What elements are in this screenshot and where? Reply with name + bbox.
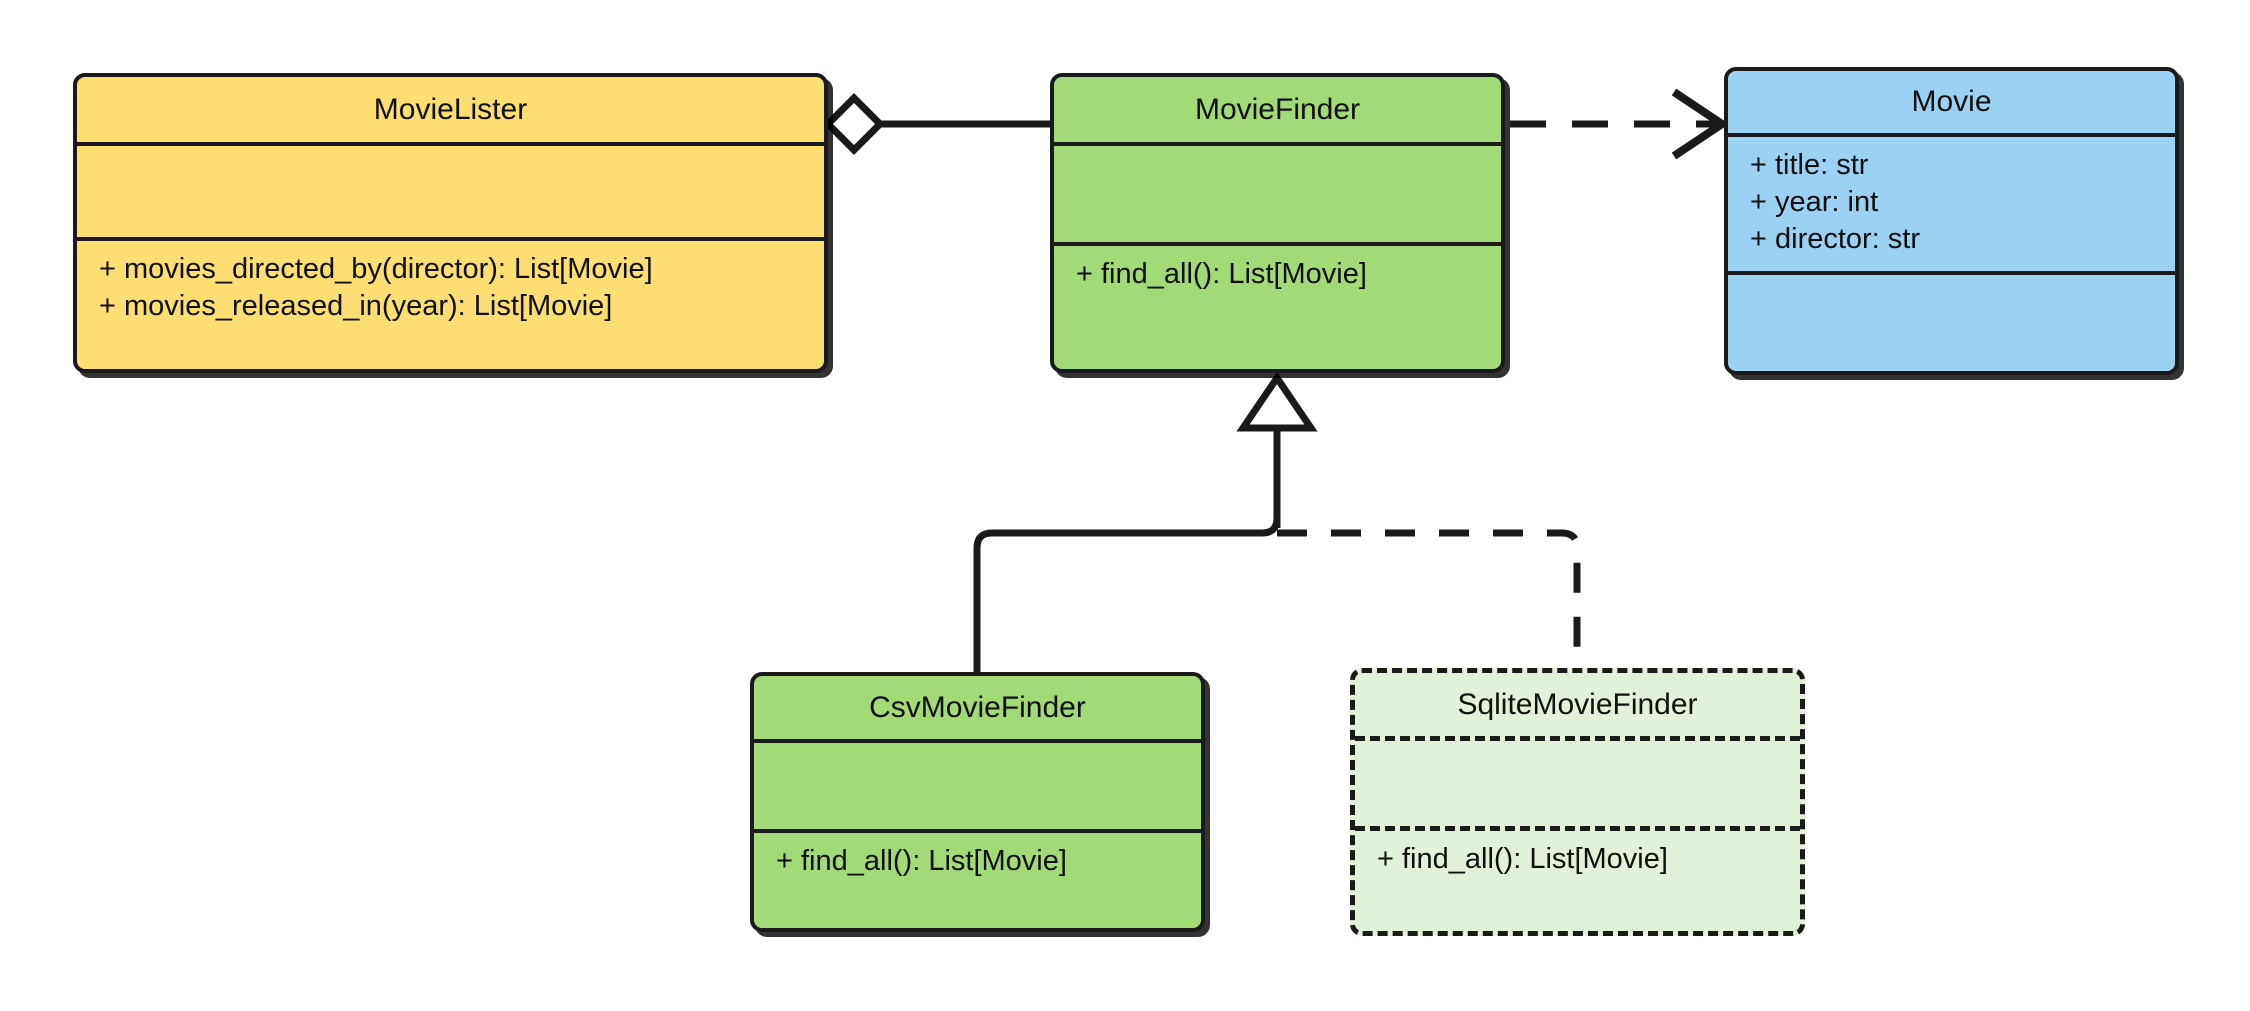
edge-generalization-csvmoviefinder xyxy=(973,517,1281,672)
edge-dependency-moviefinder-movie xyxy=(1510,88,1730,160)
attributes-compartment xyxy=(754,739,1201,829)
uml-class-csvmoviefinder[interactable]: CsvMovieFinder + find_all(): List[Movie] xyxy=(750,672,1205,932)
attribute-row: + year: int xyxy=(1750,186,1879,219)
uml-class-movie[interactable]: Movie + title: str + year: int + directo… xyxy=(1724,67,2179,375)
class-name-compartment: SqliteMovieFinder xyxy=(1355,673,1800,736)
attribute-row: + director: str xyxy=(1750,223,1921,256)
operation-row: + movies_released_in(year): List[Movie] xyxy=(99,290,613,323)
operations-compartment: + find_all(): List[Movie] xyxy=(1355,826,1800,931)
uml-class-sqlitemoviefinder[interactable]: SqliteMovieFinder + find_all(): List[Mov… xyxy=(1350,668,1805,936)
uml-class-movielister[interactable]: MovieLister + movies_directed_by(directo… xyxy=(73,73,828,373)
operation-row: + movies_directed_by(director): List[Mov… xyxy=(99,253,653,285)
attributes-compartment xyxy=(1054,142,1501,242)
attributes-compartment xyxy=(1355,736,1800,826)
class-name-label: CsvMovieFinder xyxy=(869,690,1086,724)
class-name-label: Movie xyxy=(1911,85,1992,118)
class-name-compartment: MovieFinder xyxy=(1054,77,1501,142)
open-arrow-marker xyxy=(1671,88,1730,160)
class-name-label: MovieLister xyxy=(373,92,528,126)
hollow-triangle-marker xyxy=(1236,371,1318,432)
operation-row: + find_all(): List[Movie] xyxy=(1377,843,1668,875)
class-name-compartment: CsvMovieFinder xyxy=(754,676,1201,739)
operation-row: + find_all(): List[Movie] xyxy=(776,845,1067,877)
edge-aggregation-movielister-moviefinder xyxy=(823,93,1050,155)
class-name-label: MovieFinder xyxy=(1194,92,1361,126)
class-name-label: SqliteMovieFinder xyxy=(1457,687,1698,721)
operations-compartment xyxy=(1728,271,2175,371)
attributes-compartment xyxy=(77,142,824,237)
hollow-diamond-marker xyxy=(823,93,885,155)
operation-row: + find_all(): List[Movie] xyxy=(1076,258,1367,290)
edge-generalization-trunk xyxy=(1236,371,1318,528)
operations-compartment: + find_all(): List[Movie] xyxy=(754,829,1201,928)
edge-generalization-sqlitemoviefinder xyxy=(1277,529,1581,668)
class-name-compartment: MovieLister xyxy=(77,77,824,142)
operations-compartment: + movies_directed_by(director): List[Mov… xyxy=(77,237,824,369)
attributes-compartment: + title: str + year: int + director: str xyxy=(1728,133,2175,271)
class-name-compartment: Movie xyxy=(1728,71,2175,133)
uml-class-moviefinder[interactable]: MovieFinder + find_all(): List[Movie] xyxy=(1050,73,1505,373)
operations-compartment: + find_all(): List[Movie] xyxy=(1054,242,1501,369)
attribute-row: + title: str xyxy=(1750,149,1869,181)
